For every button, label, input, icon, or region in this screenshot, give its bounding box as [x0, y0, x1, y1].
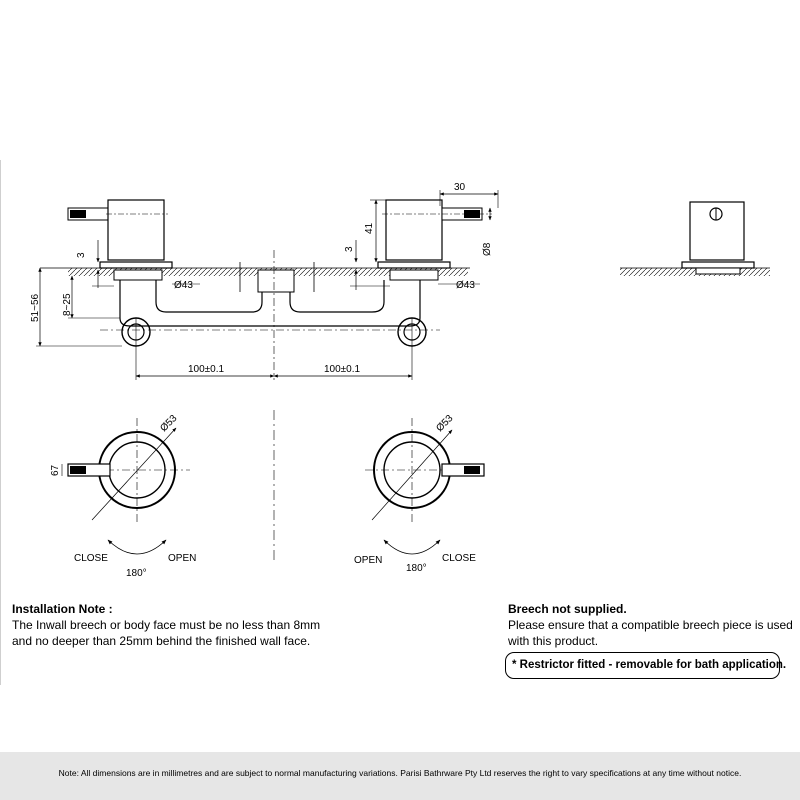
- label-angle-left: 180°: [126, 568, 147, 579]
- restrictor-callout: * Restrictor fitted - removable for bath…: [505, 652, 786, 679]
- right-rotation-arrow: [383, 539, 441, 555]
- dim-3-right: 3: [344, 246, 355, 252]
- label-close-right: CLOSE: [442, 553, 476, 564]
- dim-100-right: 100±0.1: [324, 364, 361, 375]
- left-flange: [99, 261, 173, 269]
- side-valve-body: [689, 201, 745, 261]
- dim-d43-left: Ø43: [174, 280, 193, 291]
- label-open-left: OPEN: [168, 553, 196, 564]
- breech-note-title: Breech not supplied.: [508, 602, 627, 616]
- breech-note-line2: with this product.: [508, 634, 599, 648]
- dim-d53-left: Ø53: [158, 413, 179, 434]
- dim-67: 67: [50, 464, 61, 476]
- dim-30: 30: [454, 182, 466, 193]
- dim-d43-right: Ø43: [456, 280, 475, 291]
- installation-note-line1: The Inwall breech or body face must be n…: [12, 618, 321, 632]
- dim-41: 41: [364, 222, 375, 234]
- breech-note-line1: Please ensure that a compatible breech p…: [508, 618, 793, 632]
- right-valve-body: [385, 199, 443, 261]
- center-spout-body: [257, 269, 295, 293]
- dim-3-left: 3: [76, 252, 87, 258]
- left-rotation-arrow: [107, 539, 167, 555]
- footer-disclaimer: Note: All dimensions are in millimetres …: [58, 768, 742, 778]
- technical-drawing: 30 41 Ø8 3 3 Ø43 Ø43 8~25 51~56 100±0.1 …: [30, 182, 770, 579]
- dim-100-left: 100±0.1: [188, 364, 225, 375]
- footer-bar: Note: All dimensions are in millimetres …: [0, 752, 800, 800]
- pipe-body: [119, 280, 421, 327]
- side-elevation: [620, 201, 770, 276]
- installation-note: Installation Note : The Inwall breech or…: [12, 601, 372, 649]
- left-valve-body: [107, 199, 165, 261]
- breech-note: Breech not supplied. Please ensure that …: [508, 601, 798, 649]
- right-flange: [377, 261, 451, 269]
- dim-8-25: 8~25: [62, 293, 73, 316]
- dim-d8: Ø8: [482, 242, 493, 256]
- label-angle-right: 180°: [406, 563, 427, 574]
- left-border-line: [0, 160, 1, 685]
- label-open-right: OPEN: [354, 555, 382, 566]
- dim-d53-right: Ø53: [434, 413, 455, 434]
- installation-note-line2: and no deeper than 25mm behind the finis…: [12, 634, 311, 648]
- installation-note-title: Installation Note :: [12, 602, 113, 616]
- label-close-left: CLOSE: [74, 553, 108, 564]
- front-elevation: [36, 190, 499, 380]
- dim-51-56: 51~56: [30, 293, 41, 322]
- plan-view: [61, 410, 485, 560]
